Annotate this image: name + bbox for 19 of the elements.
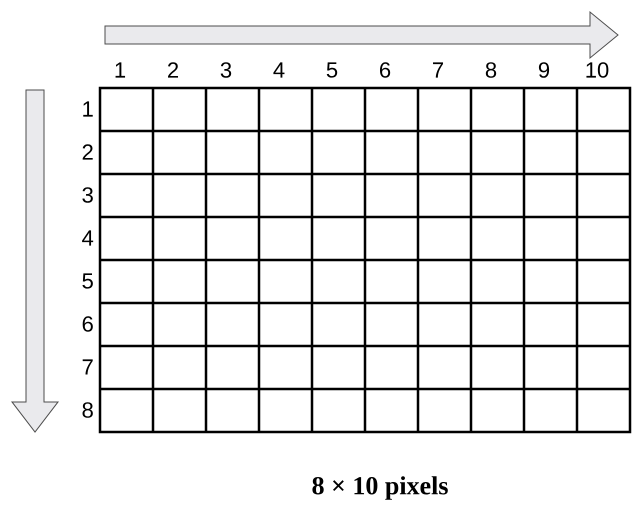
label: 5 bbox=[82, 273, 93, 289]
label: 1 bbox=[83, 101, 93, 117]
caption: 8 × 10 pixels bbox=[312, 476, 448, 500]
label: 7 bbox=[82, 359, 93, 375]
label: 9 bbox=[538, 62, 550, 78]
label: 8 bbox=[82, 402, 93, 418]
label: 3 bbox=[82, 187, 93, 203]
label: 2 bbox=[82, 144, 93, 160]
label: 3 bbox=[220, 62, 232, 78]
label: 6 bbox=[82, 316, 93, 332]
label: 4 bbox=[273, 62, 284, 78]
label: 10 bbox=[586, 62, 608, 78]
label: 2 bbox=[168, 62, 178, 78]
label: 5 bbox=[326, 62, 338, 78]
label: 7 bbox=[433, 62, 444, 78]
label: 4 bbox=[82, 230, 94, 246]
label: 1 bbox=[116, 62, 126, 78]
label: 6 bbox=[380, 62, 390, 78]
label: 8 bbox=[486, 62, 496, 78]
